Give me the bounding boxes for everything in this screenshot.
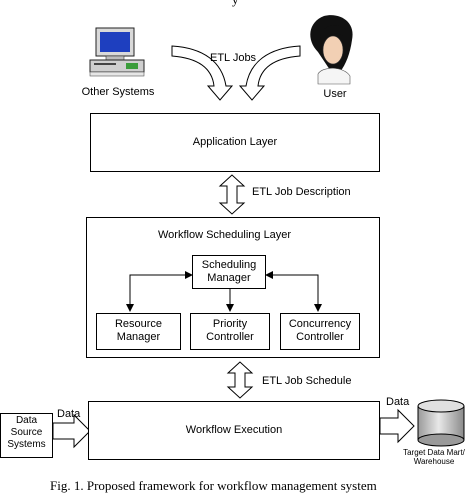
concurrency-controller-label: Concurrency Controller	[288, 318, 352, 343]
top-cutoff-text: y	[232, 0, 239, 6]
scheduling-manager-box	[192, 255, 266, 289]
etl-jobs-left-arrow	[171, 45, 234, 101]
resource-manager-label: Resource Manager	[114, 318, 163, 343]
etl-job-description-label: ETL Job Description	[252, 186, 351, 198]
computer-icon	[89, 27, 145, 77]
user-icon	[310, 15, 353, 85]
data-source-label: Data Source Systems	[7, 415, 46, 450]
etl-job-description-arrow	[218, 174, 246, 215]
etl-jobs-label: ETL Jobs	[210, 52, 257, 64]
priority-controller-label: Priority Controller	[206, 318, 254, 343]
etl-jobs-right-arrow	[238, 45, 301, 101]
user-label: User	[323, 88, 347, 100]
workflow-scheduling-layer-title: Workflow Scheduling Layer	[158, 229, 292, 241]
etl-job-schedule-arrow	[226, 361, 254, 399]
resource-manager-box	[96, 313, 181, 350]
data-source-box	[0, 413, 53, 458]
figure-caption: Fig. 1. Proposed framework for workflow …	[50, 478, 377, 493]
application-layer-label: Application Layer	[192, 136, 278, 148]
workflow-execution-box	[88, 401, 380, 460]
workflow-scheduling-layer-box	[86, 217, 380, 358]
target-arrow	[379, 408, 415, 444]
target-label: Target Data Mart/ Warehouse	[403, 448, 465, 466]
target-flow-label: Data	[386, 396, 410, 408]
priority-controller-box	[190, 313, 270, 350]
application-layer-box	[90, 113, 380, 172]
data-source-flow-label: Data	[57, 408, 81, 420]
other-systems-label: Other Systems	[81, 86, 155, 98]
scheduling-manager-label: Scheduling Manager	[201, 259, 257, 284]
workflow-execution-label: Workflow Execution	[185, 424, 283, 436]
data-source-arrow	[52, 413, 91, 449]
concurrency-controller-box	[280, 313, 360, 350]
database-icon	[417, 399, 465, 447]
etl-job-schedule-label: ETL Job Schedule	[262, 375, 352, 387]
